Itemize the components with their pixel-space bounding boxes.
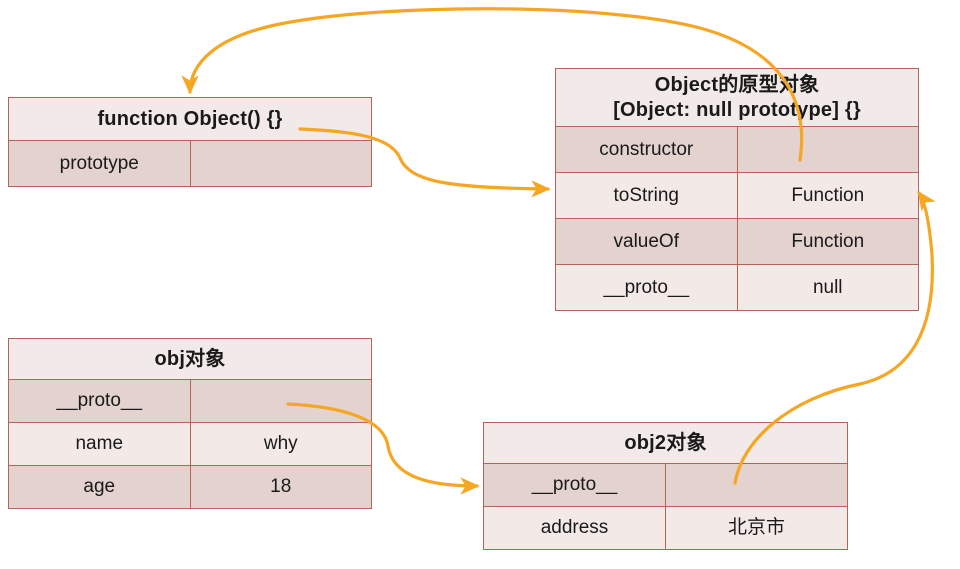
- cell-value-constructor: [736, 126, 919, 173]
- cell-value-valueof: Function: [736, 218, 919, 265]
- cell-value-obj2-proto: [665, 463, 848, 507]
- obj-title: obj对象: [8, 338, 372, 380]
- obj2-title: obj2对象: [483, 422, 848, 464]
- table-object-prototype: Object的原型对象 [Object: null prototype] {} …: [555, 68, 919, 311]
- object-prototype-title-line1: Object的原型对象: [654, 73, 820, 96]
- table-row: age 18: [8, 465, 372, 509]
- table-obj: obj对象 __proto__ name why age 18: [8, 338, 372, 509]
- cell-value-obj-age: 18: [189, 465, 372, 509]
- table-header-row: obj对象: [8, 338, 372, 380]
- cell-value-obj-name: why: [189, 422, 372, 466]
- object-prototype-title: Object的原型对象 [Object: null prototype] {}: [555, 68, 919, 127]
- cell-value-tostring: Function: [736, 172, 919, 219]
- cell-key-obj-name: name: [8, 422, 191, 466]
- object-prototype-title-line2: [Object: null prototype] {}: [613, 98, 861, 121]
- table-row: constructor: [555, 126, 919, 173]
- table-header-row: obj2对象: [483, 422, 848, 464]
- table-obj2: obj2对象 __proto__ address 北京市: [483, 422, 848, 550]
- table-row: toString Function: [555, 172, 919, 219]
- cell-key-prototype: prototype: [8, 140, 191, 187]
- table-row: name why: [8, 422, 372, 466]
- function-object-title: function Object() {}: [8, 97, 372, 141]
- table-row: valueOf Function: [555, 218, 919, 265]
- cell-key-valueof: valueOf: [555, 218, 738, 265]
- table-row: address 北京市: [483, 506, 848, 550]
- cell-key-tostring: toString: [555, 172, 738, 219]
- table-header-row: Object的原型对象 [Object: null prototype] {}: [555, 68, 919, 127]
- table-row: prototype: [8, 140, 372, 187]
- cell-value-obj2-address: 北京市: [665, 506, 848, 550]
- cell-key-proto: __proto__: [555, 264, 738, 311]
- table-row: __proto__ null: [555, 264, 919, 311]
- cell-key-obj-age: age: [8, 465, 191, 509]
- cell-key-obj2-proto: __proto__: [483, 463, 666, 507]
- table-function-object: function Object() {} prototype: [8, 97, 372, 187]
- table-header-row: function Object() {}: [8, 97, 372, 141]
- cell-key-obj2-address: address: [483, 506, 666, 550]
- table-row: __proto__: [8, 379, 372, 423]
- cell-value-obj-proto: [189, 379, 372, 423]
- cell-key-constructor: constructor: [555, 126, 738, 173]
- table-row: __proto__: [483, 463, 848, 507]
- cell-value-proto: null: [736, 264, 919, 311]
- cell-value-prototype: [189, 140, 372, 187]
- cell-key-obj-proto: __proto__: [8, 379, 191, 423]
